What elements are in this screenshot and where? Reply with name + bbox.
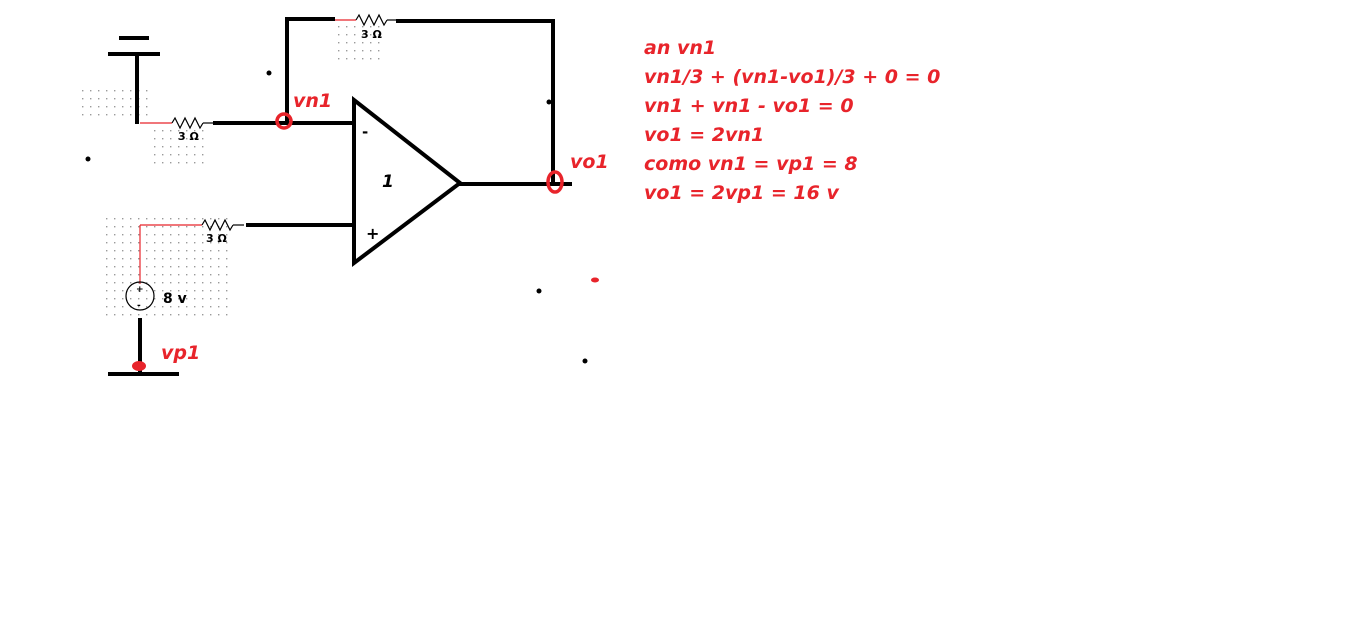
resistor-label: 3 Ω xyxy=(361,28,382,41)
resistor-label: 3 Ω xyxy=(206,232,227,245)
equation-list: an vn1 vn1/3 + (vn1-vo1)/3 + 0 = 0 vn1 +… xyxy=(644,34,940,208)
stray-dot xyxy=(546,99,552,105)
equation-line: vo1 = 2vn1 xyxy=(644,124,765,146)
node-marker-vp1 xyxy=(132,361,146,371)
equation-line: an vn1 xyxy=(644,37,717,59)
source-voltage-label: 8 v xyxy=(163,291,187,307)
voltage-source xyxy=(125,281,155,311)
node-label-vn1: vn1 xyxy=(293,90,332,112)
resistor-r-input-pos xyxy=(201,218,234,232)
resistor-label: 3 Ω xyxy=(178,130,199,143)
equation-line: vo1 = 2vp1 = 16 v xyxy=(644,182,839,204)
node-label-vo1: vo1 xyxy=(570,151,609,173)
resistor-r-feedback xyxy=(355,13,388,27)
source-minus-sign: - xyxy=(137,301,141,311)
equation-line: vn1 + vn1 - vo1 = 0 xyxy=(644,95,854,117)
equation-line: como vn1 = vp1 = 8 xyxy=(644,153,858,175)
stray-dot xyxy=(536,288,542,294)
stray-red-mark xyxy=(591,277,599,283)
opamp-gain-label: 1 xyxy=(382,172,394,192)
noninverting-sign: + xyxy=(366,224,379,243)
opamp-triangle xyxy=(352,95,464,268)
inverting-sign: - xyxy=(362,123,368,141)
selection-grid xyxy=(334,26,386,66)
stray-dot xyxy=(85,156,91,162)
stray-dot xyxy=(582,358,588,364)
resistor-r-input-neg xyxy=(171,116,204,130)
selection-grid xyxy=(154,126,206,168)
node-label-vp1: vp1 xyxy=(161,342,200,364)
source-plus-sign: + xyxy=(136,285,144,295)
selection-grid xyxy=(100,218,232,318)
equation-line: vn1/3 + (vn1-vo1)/3 + 0 = 0 xyxy=(644,66,941,88)
node-marker-vn1 xyxy=(275,112,293,130)
node-marker-vo1 xyxy=(546,170,564,194)
stray-dot xyxy=(266,70,272,76)
